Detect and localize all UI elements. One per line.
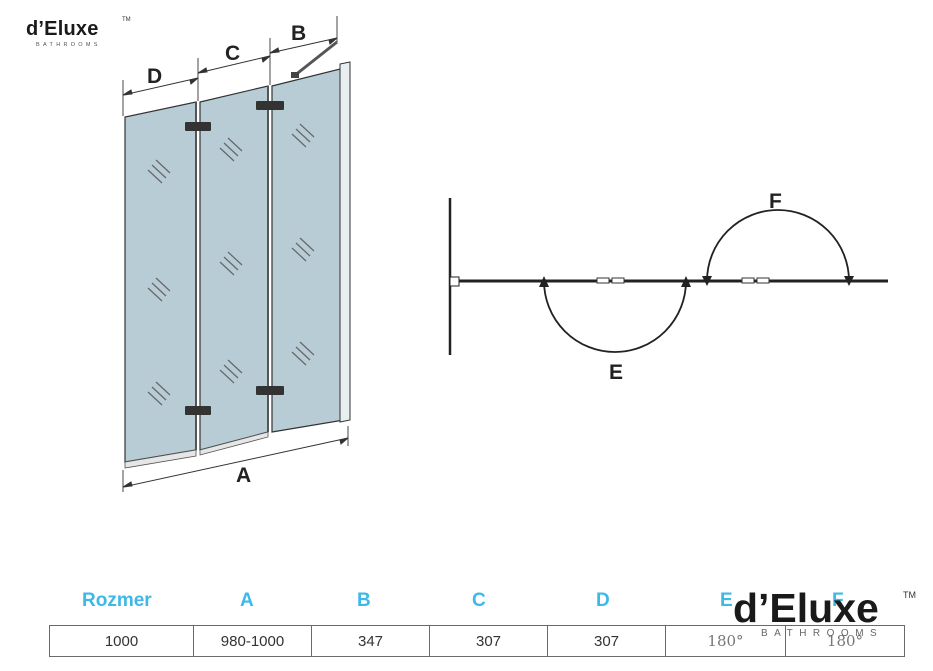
- dimension-line-c: [197, 55, 271, 74]
- hinge: [185, 101, 284, 415]
- brand-subtitle: BATHROOMS: [36, 42, 101, 48]
- dimension-line-a: [122, 437, 349, 488]
- dimension-line-d: [122, 77, 199, 96]
- spec-header-e: E: [720, 590, 733, 611]
- spec-value-b: 347: [311, 625, 430, 657]
- spec-header-c: C: [472, 590, 486, 611]
- spec-header-a: A: [240, 590, 254, 611]
- dimension-label-b: B: [291, 22, 306, 45]
- spec-value-rozmer: 1000: [49, 625, 194, 657]
- swing-arc-e: [543, 280, 687, 353]
- swing-label-e: E: [609, 361, 623, 384]
- brand-logo-small: d’Eluxe TM BATHROOMS: [26, 17, 131, 48]
- brand-name-large: d’Eluxe: [733, 585, 879, 631]
- swing-label-f: F: [769, 190, 782, 213]
- spec-header-f: F: [832, 590, 844, 611]
- brand-tm: TM: [122, 17, 131, 23]
- spec-header-d: D: [596, 590, 610, 611]
- spec-value-d: 307: [547, 625, 666, 657]
- spec-header-b: B: [357, 590, 371, 611]
- brand-tm-large: TM: [903, 590, 916, 600]
- swing-arc-f: [706, 209, 850, 282]
- support-bar: [293, 40, 338, 78]
- plan-hinge: [596, 277, 770, 284]
- dimension-label-d: D: [147, 65, 162, 88]
- spec-value-f: 180°: [785, 625, 905, 657]
- brand-name: d’Eluxe: [26, 18, 99, 40]
- brand-subtitle-large: BATHROOMS: [761, 628, 884, 639]
- glass-reflection-marks: [147, 123, 315, 406]
- dimension-label-a: A: [236, 464, 251, 487]
- spec-value-c: 307: [429, 625, 548, 657]
- bottom-seal: [124, 449, 197, 469]
- dimension-line-b: [269, 37, 338, 54]
- spec-value-a: 980-1000: [193, 625, 312, 657]
- wall-bracket: [449, 276, 460, 287]
- wall-profile: [339, 61, 351, 423]
- spec-header-rozmer: Rozmer: [82, 590, 152, 611]
- dimension-label-c: C: [225, 42, 240, 65]
- brand-logo-large: d’Eluxe TM BATHROOMS: [733, 585, 916, 639]
